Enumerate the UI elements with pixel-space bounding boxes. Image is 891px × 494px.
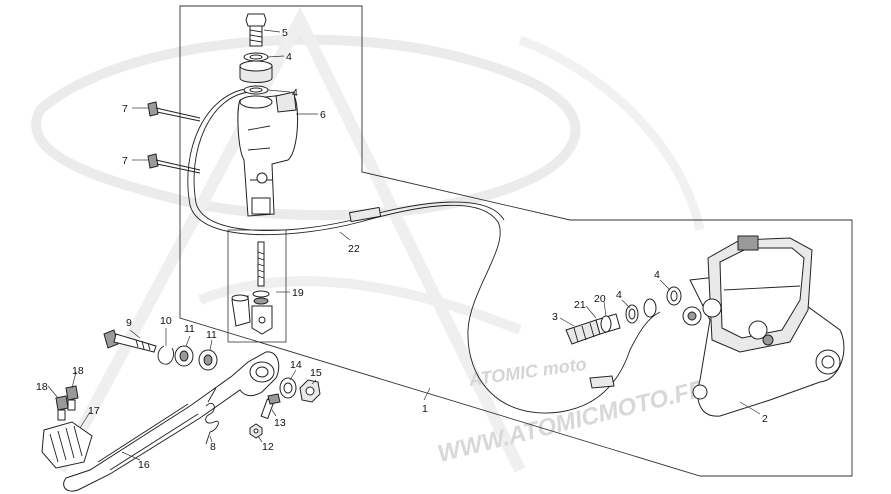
label-part-14: 14 — [290, 359, 302, 371]
washer-4-right-a — [625, 304, 639, 324]
fitting-20 — [595, 313, 621, 335]
label-part-17: 17 — [88, 405, 100, 417]
master-cylinder-6 — [237, 91, 299, 217]
pedal-tip-17 — [41, 421, 93, 469]
brake-pedal-16 — [63, 351, 280, 492]
label-part-8: 8 — [210, 441, 216, 453]
label-part-11-a: 11 — [184, 323, 195, 335]
label-part-10: 10 — [160, 315, 172, 327]
hose-end-3 — [565, 319, 601, 345]
label-part-15: 15 — [310, 367, 322, 379]
label-part-4-mid: 4 — [292, 87, 298, 99]
label-part-20: 20 — [594, 293, 606, 305]
label-part-4-top: 4 — [286, 51, 292, 63]
pushrod-inset-frame — [227, 229, 287, 343]
part-labels: 5 4 4 6 7 7 19 22 1 2 3 21 20 4 4 9 10 1… — [36, 27, 768, 471]
nut-15 — [299, 379, 321, 403]
label-part-19: 19 — [292, 287, 304, 299]
nut-12 — [249, 423, 263, 439]
label-part-7-lower: 7 — [122, 155, 128, 167]
bolt-18-a — [55, 395, 69, 421]
washer-14 — [279, 377, 297, 399]
label-part-1: 1 — [422, 403, 428, 415]
label-part-5: 5 — [282, 27, 288, 39]
bolt-13 — [260, 393, 281, 420]
label-part-16: 16 — [138, 459, 150, 471]
bushing-11-a — [174, 345, 194, 367]
bushing-11-b — [198, 349, 218, 371]
hose-lower-sleeve — [589, 375, 615, 389]
watermark-background — [31, 6, 705, 473]
group-frame — [179, 5, 853, 477]
washer-4-right-b — [643, 298, 657, 318]
hose-fitting-22 — [348, 206, 382, 223]
bolt-18-b — [65, 385, 79, 411]
clevis-pin — [231, 294, 251, 327]
washer-4-mid — [243, 85, 269, 95]
brake-caliper — [682, 235, 813, 353]
label-part-4-right-b: 4 — [654, 269, 660, 281]
banjo-fitting — [239, 60, 273, 83]
washer-4-top — [243, 52, 269, 62]
leader-lines — [47, 29, 761, 461]
label-part-12: 12 — [262, 441, 274, 453]
watermark-brand: ATOMIC moto — [467, 354, 588, 390]
label-part-18-a: 18 — [36, 381, 48, 393]
label-part-11-b: 11 — [206, 329, 217, 341]
label-part-6: 6 — [320, 109, 326, 121]
washer-4-right-c — [666, 286, 682, 306]
label-part-7-upper: 7 — [122, 103, 128, 115]
label-part-2: 2 — [762, 413, 768, 425]
label-part-9: 9 — [126, 317, 132, 329]
label-part-13: 13 — [274, 417, 286, 429]
pivot-bolt-9 — [103, 329, 157, 353]
brake-hose — [187, 87, 661, 414]
spring-8 — [205, 387, 219, 445]
label-part-3: 3 — [552, 311, 558, 323]
label-part-21: 21 — [574, 299, 586, 311]
label-part-22: 22 — [348, 243, 360, 255]
circlip-10 — [157, 345, 175, 365]
mount-bolt-7-upper — [147, 101, 201, 122]
mount-bolt-7-lower — [147, 153, 201, 174]
label-part-18-b: 18 — [72, 365, 84, 377]
banjo-bolt-5 — [245, 13, 267, 47]
pushrod-19 — [251, 241, 273, 335]
label-part-4-right-a: 4 — [616, 289, 622, 301]
